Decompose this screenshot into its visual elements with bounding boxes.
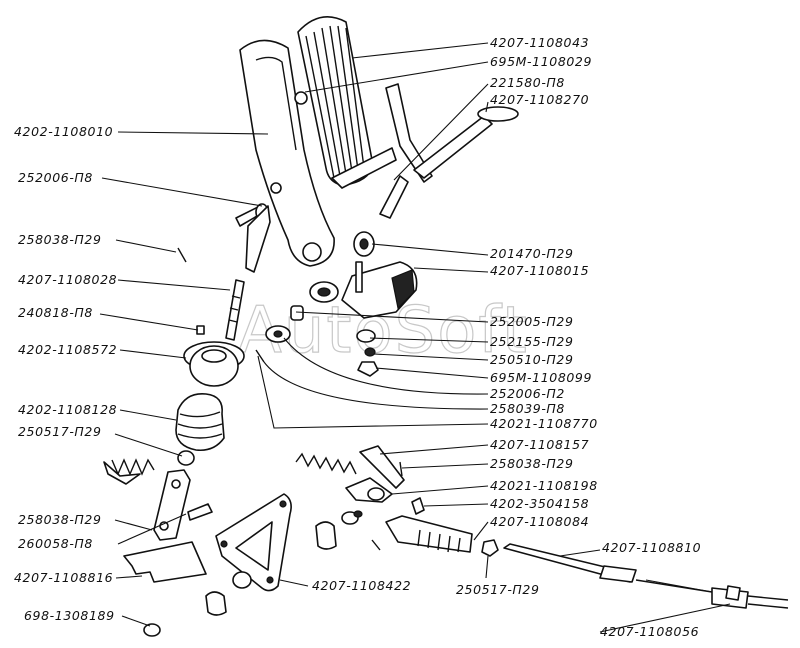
label-260058-p8: 260058-П8 — [18, 536, 93, 551]
label-4207-1108422: 4207-1108422 — [312, 578, 411, 593]
leader-lines — [99, 42, 731, 633]
label-250510-p29: 250510-П29 — [490, 352, 574, 367]
center-spring — [295, 452, 357, 475]
intermediate-lever — [345, 445, 425, 515]
label-252155-p29: 252155-П29 — [490, 334, 574, 349]
label-4207-1108056: 4207-1108056 — [600, 624, 699, 639]
rubber-boot — [175, 393, 225, 466]
label-695m-1108099: 695М-1108099 — [490, 370, 592, 385]
left-spring — [103, 458, 155, 485]
return-lever — [379, 83, 519, 219]
label-252006-p8: 252006-П8 — [18, 170, 93, 185]
label-250517-p29-b: 250517-П29 — [456, 582, 540, 597]
label-201470-p29: 201470-П29 — [490, 246, 574, 261]
long-rod — [225, 279, 245, 341]
label-4207-1108084: 4207-1108084 — [490, 514, 589, 529]
label-4207-1108043: 4207-1108043 — [490, 35, 589, 50]
pedal-bracket — [309, 231, 418, 319]
toothed-lever — [385, 515, 473, 553]
label-4207-1108270: 4207-1108270 — [490, 92, 589, 107]
label-258039-p8: 258039-П8 — [490, 401, 565, 416]
pedal-lever — [239, 39, 335, 267]
small-fasteners — [177, 247, 379, 377]
triangular-plate — [215, 493, 292, 592]
part-labels: 4207-1108043 695М-1108029 221580-П8 4207… — [14, 35, 701, 639]
label-4202-3504158: 4202-3504158 — [490, 496, 589, 511]
link-bracket — [123, 469, 213, 583]
threaded-rod — [481, 539, 637, 583]
label-252005-p29: 252005-П29 — [490, 314, 574, 329]
label-4202-1108572: 4202-1108572 — [18, 342, 117, 357]
label-258038-p29-c: 258038-П29 — [18, 512, 102, 527]
label-240818-p8: 240818-П8 — [18, 305, 93, 320]
label-4207-1108015: 4207-1108015 — [490, 263, 589, 278]
label-42021-1108770: 42021-1108770 — [490, 416, 598, 431]
flange — [183, 341, 245, 387]
label-4202-1108010: 4202-1108010 — [14, 124, 113, 139]
label-252006-p2: 252006-П2 — [490, 386, 565, 401]
pivot-pin — [235, 203, 271, 273]
label-4207-1108028: 4207-1108028 — [18, 272, 117, 287]
label-698-1308189: 698-1308189 — [24, 608, 115, 623]
label-250517-p29-a: 250517-П29 — [18, 424, 102, 439]
label-258038-p29-b: 258038-П29 — [490, 456, 574, 471]
label-258038-p29-a: 258038-П29 — [18, 232, 102, 247]
label-42021-1108198: 42021-1108198 — [490, 478, 598, 493]
label-4207-1108816: 4207-1108816 — [14, 570, 113, 585]
label-4207-1108157: 4207-1108157 — [490, 437, 589, 452]
label-695m-1108029: 695М-1108029 — [490, 54, 592, 69]
pedal-pad — [297, 16, 397, 189]
label-4207-1108810: 4207-1108810 — [602, 540, 701, 555]
cable-end — [635, 579, 789, 609]
bushings — [143, 510, 381, 637]
label-4202-1108128: 4202-1108128 — [18, 402, 117, 417]
label-221580-p8: 221580-П8 — [490, 75, 565, 90]
